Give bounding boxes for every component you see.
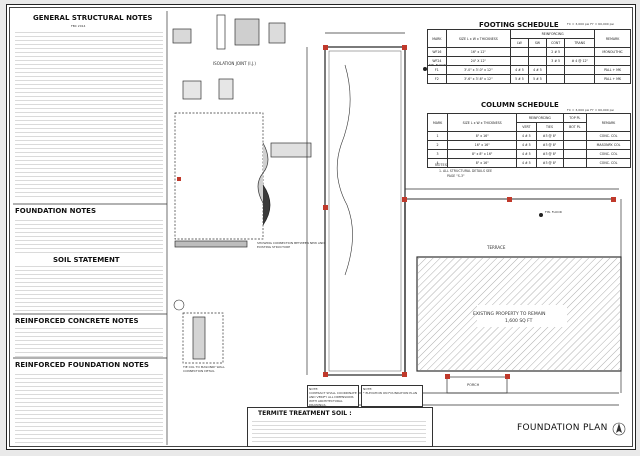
contract-note-box: NOTE: CONTRACT SHALL COORDINATE AND VERI… [307, 385, 359, 407]
isolation-joint-label: ISOLATION JOINT (I.J.) [213, 61, 256, 66]
fin-floor-label-1: FIN. FLOOR [429, 63, 446, 67]
tie-col-detail-label: TIE COL TO MASONRY WALL CONNECTION DETAI… [183, 365, 225, 373]
column-note-2: PAGE "S-3" [447, 174, 465, 178]
soil-statement-title: SOIL STATEMENT [53, 256, 120, 264]
termite-title: TERMITE TREATMENT SOIL : [258, 410, 352, 417]
table-cell [545, 74, 566, 84]
drawing-title: FOUNDATION PLAN [517, 423, 608, 433]
general-notes-title: GENERAL STRUCTURAL NOTES [33, 14, 153, 22]
column-notes-title: NOTES: [435, 163, 449, 167]
existing-property-label: EXISTING PROPERTY TO REMAIN [473, 312, 546, 317]
reinforced-concrete-title: REINFORCED CONCRETE NOTES [15, 317, 139, 325]
table-cell: #3 @ 8" [535, 158, 564, 168]
foundation-notes-title: FOUNDATION NOTES [15, 207, 96, 215]
column-note-1: 1. ALL STRUCTURAL DETAILS SEE [439, 169, 493, 173]
column-fc-note: f'C = 3,000 psi FY = 60,000 psi [567, 108, 614, 112]
soil-statement-body [15, 265, 163, 311]
existing-area-label: 1,600 SQ FT [505, 319, 533, 324]
general-notes-code: FBC 2014 [71, 24, 86, 28]
general-notes-body [15, 29, 163, 197]
reinforced-concrete-body [15, 327, 163, 357]
column-header-mark: MARK [426, 113, 449, 132]
column-schedule-title: COLUMN SCHEDULE [481, 101, 559, 109]
table-cell: 3'-6" x 3'-6" x 12" [445, 74, 511, 84]
foundation-notes-body [15, 217, 163, 253]
termite-body [252, 420, 426, 442]
footing-fc-note: f'C = 3,000 psi FY = 60,000 psi [567, 22, 614, 26]
connection-detail-label: SHOWING CONNECTION BETWEEN NEW AND EXIST… [257, 241, 325, 249]
footing-schedule-table: MARK SIZE L x W x THICKNESS REINFORCING … [427, 29, 631, 84]
terrace-label: TERRACE [487, 245, 506, 250]
table-cell: 4 [426, 158, 449, 168]
drawing-sheet: GENERAL STRUCTURAL NOTES FBC 2014 FOUNDA… [6, 4, 636, 450]
drawing-linework [13, 11, 626, 445]
footing-schedule-title: FOOTING SCHEDULE [479, 21, 559, 29]
table-cell: CONC. COL [586, 158, 631, 168]
table-cell: 4 # 5 [516, 158, 537, 168]
porch-label: PORCH [467, 383, 480, 387]
table-cell: PALL + MK [594, 74, 631, 84]
fin-floor-label-2: FIN. FLOOR [545, 210, 562, 214]
column-schedule-table: MARK SIZE L x W x THICKNESS REINFORCING … [426, 113, 631, 168]
elevation-note-box: NOTE: * ELEVATION ON FOUNDATION PLAN [361, 385, 423, 407]
termite-treatment-box: TERMITE TREATMENT SOIL : [247, 407, 433, 447]
reinforced-foundation-title: REINFORCED FOUNDATION NOTES [15, 361, 149, 369]
reinforced-foundation-body [15, 371, 163, 443]
